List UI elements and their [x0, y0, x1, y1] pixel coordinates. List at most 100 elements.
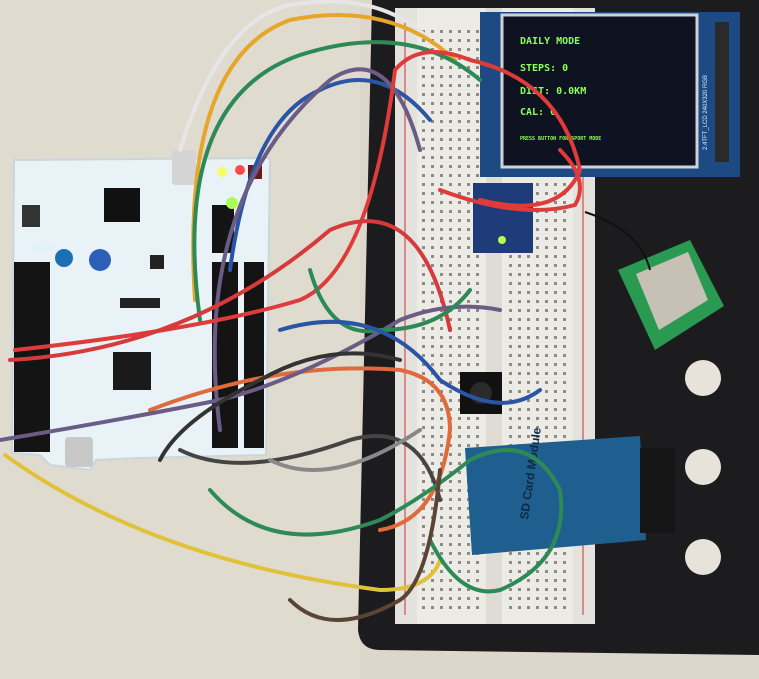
breadboard-hole: [449, 453, 452, 456]
breadboard-hole: [554, 264, 557, 267]
breadboard-hole: [467, 300, 470, 303]
breadboard-hole: [440, 444, 443, 447]
breadboard-hole: [536, 345, 539, 348]
breadboard-hole: [449, 111, 452, 114]
breadboard-hole: [563, 426, 566, 429]
breadboard-hole: [545, 192, 548, 195]
breadboard-hole: [545, 354, 548, 357]
breadboard-hole: [422, 354, 425, 357]
breadboard-hole: [449, 138, 452, 141]
breadboard-hole: [458, 318, 461, 321]
breadboard-hole: [449, 552, 452, 555]
breadboard-hole: [440, 30, 443, 33]
breadboard-hole: [554, 309, 557, 312]
breadboard-hole: [536, 372, 539, 375]
breadboard-hole: [476, 138, 479, 141]
breadboard-hole: [458, 192, 461, 195]
breadboard-hole: [476, 417, 479, 420]
breadboard-hole: [467, 435, 470, 438]
breadboard-hole: [467, 147, 470, 150]
breadboard-hole: [458, 183, 461, 186]
breadboard-hole: [422, 93, 425, 96]
breadboard-hole: [458, 48, 461, 51]
breadboard-hole: [422, 399, 425, 402]
breadboard-hole: [467, 165, 470, 168]
breadboard-hole: [467, 264, 470, 267]
breadboard-hole: [545, 381, 548, 384]
breadboard-hole: [458, 408, 461, 411]
breadboard-hole: [518, 336, 521, 339]
breadboard-hole: [449, 489, 452, 492]
breadboard-hole: [467, 561, 470, 564]
breadboard-hole: [422, 417, 425, 420]
breadboard-hole: [431, 390, 434, 393]
breadboard-hole: [458, 156, 461, 159]
breadboard-hole: [440, 372, 443, 375]
breadboard-hole: [467, 111, 470, 114]
breadboard-hole: [536, 318, 539, 321]
breadboard-hole: [536, 408, 539, 411]
breadboard-hole: [440, 165, 443, 168]
breadboard-hole: [440, 246, 443, 249]
breadboard-hole: [527, 354, 530, 357]
breadboard-hole: [554, 201, 557, 204]
breadboard-hole: [545, 255, 548, 258]
breadboard-hole: [440, 408, 443, 411]
breadboard-hole: [440, 588, 443, 591]
breadboard-hole: [518, 291, 521, 294]
breadboard-hole: [509, 309, 512, 312]
breadboard-hole: [509, 606, 512, 609]
breadboard-hole: [509, 579, 512, 582]
breadboard-hole: [422, 291, 425, 294]
breadboard-hole: [440, 426, 443, 429]
breadboard-hole: [458, 120, 461, 123]
breadboard-hole: [431, 498, 434, 501]
breadboard-hole: [440, 507, 443, 510]
breadboard-hole: [458, 57, 461, 60]
breadboard-hole: [431, 462, 434, 465]
breadboard-hole: [536, 228, 539, 231]
breadboard-hole: [458, 102, 461, 105]
breadboard-hole: [422, 75, 425, 78]
breadboard-hole: [422, 147, 425, 150]
breadboard-hole: [518, 390, 521, 393]
breadboard-hole: [458, 588, 461, 591]
breadboard-hole: [449, 39, 452, 42]
breadboard-hole: [467, 426, 470, 429]
breadboard-hole: [563, 552, 566, 555]
breadboard-hole: [449, 93, 452, 96]
breadboard-hole: [536, 570, 539, 573]
breadboard-hole: [431, 345, 434, 348]
breadboard-hole: [509, 300, 512, 303]
breadboard-hole: [449, 219, 452, 222]
breadboard-hole: [467, 120, 470, 123]
breadboard-hole: [476, 102, 479, 105]
breadboard-hole: [554, 183, 557, 186]
breadboard-hole: [527, 327, 530, 330]
breadboard-hole: [518, 309, 521, 312]
breadboard-hole: [536, 300, 539, 303]
breadboard-hole: [476, 165, 479, 168]
breadboard-hole: [467, 597, 470, 600]
breadboard-hole: [536, 354, 539, 357]
breadboard-hole: [476, 120, 479, 123]
breadboard-hole: [431, 336, 434, 339]
breadboard-hole: [545, 426, 548, 429]
breadboard-hole: [449, 372, 452, 375]
breadboard-hole: [518, 345, 521, 348]
breadboard-hole: [554, 282, 557, 285]
breadboard-hole: [431, 183, 434, 186]
breadboard-hole: [467, 183, 470, 186]
breadboard-hole: [449, 237, 452, 240]
breadboard-hole: [449, 66, 452, 69]
breadboard-hole: [431, 201, 434, 204]
breadboard-hole: [449, 246, 452, 249]
breadboard-hole: [458, 435, 461, 438]
breadboard-hole: [545, 183, 548, 186]
breadboard-hole: [536, 417, 539, 420]
breadboard-hole: [554, 597, 557, 600]
breadboard-hole: [422, 543, 425, 546]
breadboard-hole: [431, 138, 434, 141]
breadboard-hole: [527, 588, 530, 591]
